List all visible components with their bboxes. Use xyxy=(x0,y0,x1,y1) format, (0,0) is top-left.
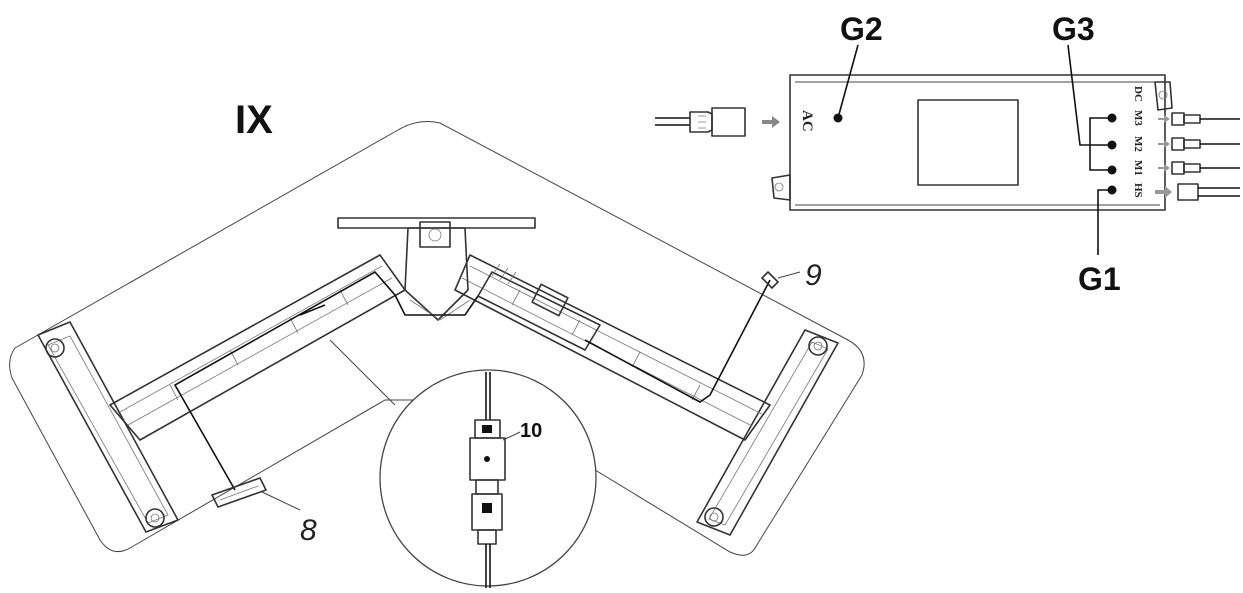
desk-top xyxy=(9,121,865,556)
port-label-hs: HS xyxy=(1132,183,1144,198)
callout-g1: G1 xyxy=(1078,261,1121,297)
callout-8: 8 xyxy=(300,514,317,547)
hand-switch-plug xyxy=(1155,183,1240,201)
right-leg xyxy=(696,329,839,536)
leader-lines xyxy=(837,44,1112,255)
callout-g2: G2 xyxy=(840,11,883,47)
callout-10: 10 xyxy=(520,420,542,442)
control-box-detail xyxy=(771,74,1173,211)
power-plug xyxy=(761,271,801,289)
ac-power-cord xyxy=(655,107,780,137)
step-label: IX xyxy=(235,98,273,142)
left-beam xyxy=(109,254,406,441)
port-label-m3: M3 xyxy=(1132,110,1144,126)
zoom-detail xyxy=(379,369,597,588)
callout-9: 9 xyxy=(805,259,822,292)
motor-plugs xyxy=(1155,112,1240,201)
port-labels: DC M3 M2 M1 HS xyxy=(1132,86,1144,198)
hand-switch xyxy=(211,477,301,511)
callout-g3: G3 xyxy=(1052,11,1095,47)
mounted-control-box xyxy=(477,263,601,351)
ac-port-label: AC xyxy=(799,110,815,132)
motor-plug-m1 xyxy=(1158,161,1240,175)
center-bracket xyxy=(337,217,536,321)
motor-plug-m2 xyxy=(1158,137,1240,151)
port-label-m2: M2 xyxy=(1132,136,1144,152)
port-label-m1: M1 xyxy=(1132,160,1144,176)
motor-plug-m3 xyxy=(1158,112,1240,126)
port-label-dc: DC xyxy=(1132,86,1144,102)
left-leg xyxy=(37,321,179,533)
desk-cables xyxy=(173,270,771,491)
port-dots xyxy=(833,113,1117,195)
